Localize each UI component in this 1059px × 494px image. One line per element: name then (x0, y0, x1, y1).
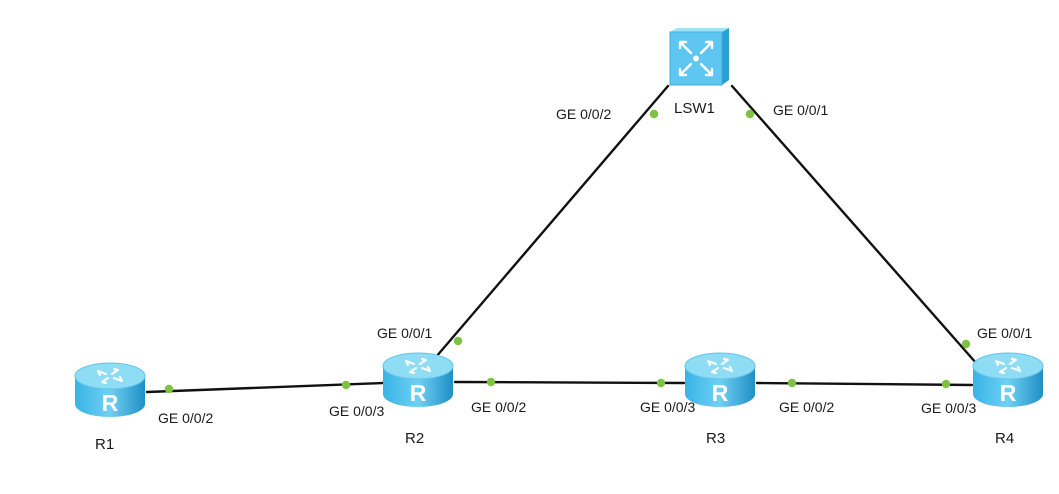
router-icon: R (74, 362, 146, 417)
port-dot[interactable] (941, 379, 951, 389)
router-glyph: R (712, 380, 729, 406)
port-dot[interactable] (453, 336, 463, 346)
port-label-r2-ge003: GE 0/0/3 (329, 403, 385, 419)
router-icon: R (382, 352, 454, 407)
port-label-r4-ge003: GE 0/0/3 (921, 400, 977, 416)
port-label-lsw1-ge001: GE 0/0/1 (773, 102, 829, 118)
port-label-r4-ge001: GE 0/0/1 (977, 325, 1033, 341)
router-glyph: R (102, 390, 119, 416)
router-icon: R (684, 352, 756, 407)
switch-lsw1[interactable] (666, 26, 732, 88)
port-label-lsw1-ge002: GE 0/0/2 (556, 106, 612, 122)
port-dot[interactable] (961, 339, 971, 349)
router-r1[interactable]: R (72, 360, 148, 422)
device-label-r1: R1 (95, 436, 115, 453)
router-glyph: R (1000, 380, 1017, 406)
device-label-r2: R2 (405, 430, 425, 447)
port-dot[interactable] (745, 109, 755, 119)
port-dot[interactable] (341, 380, 351, 390)
port-dot[interactable] (787, 378, 797, 388)
router-glyph: R (410, 380, 427, 406)
port-label-r3-ge003: GE 0/0/3 (640, 399, 696, 415)
link-r2-lsw1[interactable] (416, 84, 670, 380)
port-label-r3-ge002: GE 0/0/2 (779, 399, 835, 415)
link-lsw1-r4[interactable] (730, 84, 986, 374)
port-label-r1-ge002: GE 0/0/2 (158, 410, 214, 426)
port-dot[interactable] (486, 377, 496, 387)
router-r2[interactable]: R (380, 350, 456, 412)
port-dot[interactable] (656, 378, 666, 388)
router-icon: R (972, 352, 1044, 407)
device-label-r4: R4 (995, 430, 1015, 447)
port-label-r2-ge002: GE 0/0/2 (471, 399, 527, 415)
port-dot[interactable] (164, 384, 174, 394)
router-r3[interactable]: R (682, 350, 758, 412)
router-r4[interactable]: R (970, 350, 1046, 412)
port-label-r2-ge001: GE 0/0/1 (377, 325, 433, 341)
port-dot[interactable] (649, 109, 659, 119)
device-label-r3: R3 (706, 430, 726, 447)
device-label-lsw1: LSW1 (674, 100, 715, 117)
switch-icon (669, 28, 729, 86)
